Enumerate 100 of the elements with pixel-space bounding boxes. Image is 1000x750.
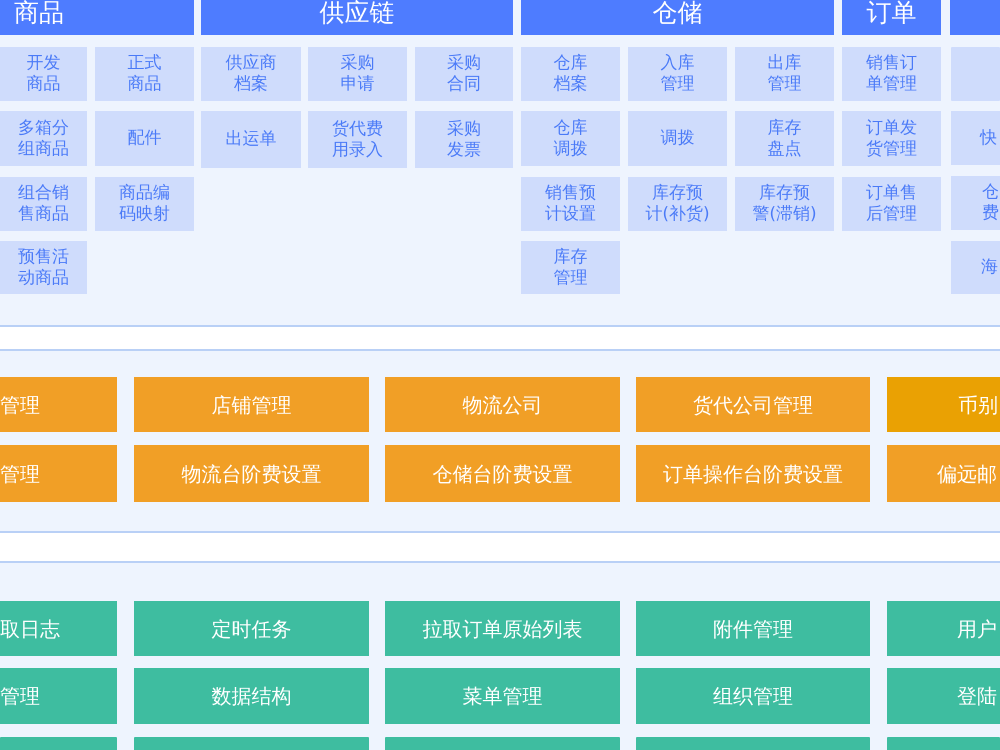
- setting-tile: [134, 445, 369, 502]
- setting-label: 仓储台阶费设置: [432, 462, 572, 486]
- section-panel: [0, 349, 1000, 533]
- feature-tile: [415, 47, 513, 101]
- system-label: 拉取订单原始列表: [422, 616, 582, 640]
- feature-label: 海: [981, 257, 998, 278]
- system-tile: [385, 668, 620, 724]
- feature-label: 调拨: [660, 128, 694, 149]
- system-tile: [0, 668, 117, 724]
- feature-tile: [95, 177, 194, 231]
- setting-tile: [134, 377, 369, 432]
- category-title: 订单: [866, 0, 916, 26]
- feature-label: 正式商品: [126, 53, 162, 95]
- setting-tile: [636, 445, 870, 502]
- feature-tile: [201, 47, 301, 101]
- feature-tile: [951, 241, 1000, 294]
- system-label: 组织管理: [713, 684, 793, 708]
- feature-label: 仓库档案: [552, 53, 588, 95]
- system-tile: [887, 737, 1000, 750]
- category-header-bar: [201, 0, 513, 35]
- setting-tile: [0, 377, 117, 432]
- feature-label: 预售活动商品: [17, 246, 70, 288]
- setting-label: 订单操作台阶费设置: [663, 462, 843, 486]
- system-tile: [134, 601, 369, 656]
- feature-label: 销售预计设置: [544, 183, 597, 225]
- feature-tile: [521, 47, 620, 101]
- setting-label: 管理: [0, 392, 40, 416]
- setting-tile: [385, 377, 620, 432]
- feature-label: 开发商品: [26, 53, 62, 95]
- feature-label: 商品编码映射: [118, 183, 171, 225]
- category-header-bar: [842, 0, 941, 35]
- feature-tile: [735, 111, 834, 166]
- setting-label: 店铺管理: [212, 392, 292, 416]
- feature-tile: [0, 47, 87, 101]
- feature-label: 出运单: [226, 129, 276, 150]
- system-tile: [636, 668, 870, 724]
- setting-label: 币别: [958, 392, 998, 416]
- feature-label: 库存预计(补货): [644, 183, 711, 225]
- setting-tile: [887, 377, 1000, 432]
- feature-label: 货代费用录入: [331, 118, 384, 160]
- feature-label: 多箱分组商品: [17, 118, 70, 160]
- feature-label: 采购发票: [446, 118, 482, 160]
- setting-label: 货代公司管理: [693, 392, 813, 416]
- system-label: 取日志: [0, 616, 60, 640]
- feature-label: 订单售后管理: [865, 183, 918, 225]
- system-tile: [887, 601, 1000, 656]
- system-tile: [0, 601, 117, 656]
- setting-label: 偏远邮: [937, 462, 997, 486]
- feature-tile: [95, 47, 194, 101]
- feature-label: 供应商档案: [224, 53, 278, 95]
- system-label: 管理: [0, 684, 40, 708]
- section-panel: [0, 561, 1000, 750]
- feature-tile: [951, 111, 1000, 165]
- feature-label: 仓库调拨: [552, 118, 588, 160]
- category-title: 仓储: [652, 0, 702, 26]
- feature-label: 订单发货管理: [865, 118, 918, 160]
- feature-tile: [521, 111, 620, 166]
- feature-tile: [628, 111, 727, 166]
- feature-label: 组合销售商品: [17, 183, 70, 225]
- feature-label: 配件: [128, 128, 162, 149]
- feature-label: 仓费: [982, 182, 1000, 224]
- feature-tile: [0, 177, 87, 231]
- feature-tile: [735, 177, 834, 231]
- feature-tile: [735, 47, 834, 101]
- feature-tile: [842, 47, 941, 101]
- feature-label: 库存管理: [552, 246, 588, 288]
- setting-tile: [636, 377, 870, 432]
- system-tile: [636, 601, 870, 656]
- feature-tile: [628, 177, 727, 231]
- feature-tile: [0, 241, 87, 294]
- feature-tile: [521, 241, 620, 294]
- feature-tile: [308, 47, 407, 101]
- setting-label: 物流台阶费设置: [182, 462, 322, 486]
- category-title: 商品: [14, 0, 64, 26]
- feature-label: 采购合同: [446, 53, 482, 95]
- setting-label: 物流公司: [462, 392, 542, 416]
- category-header-bar: [0, 0, 194, 35]
- system-tile: [385, 601, 620, 656]
- feature-tile: [308, 111, 407, 168]
- feature-label: 库存盘点: [766, 118, 802, 160]
- setting-tile: [385, 445, 620, 502]
- system-label: 菜单管理: [462, 684, 542, 708]
- system-label: 数据结构: [212, 684, 292, 708]
- system-label: 登陆: [957, 684, 997, 708]
- system-tile: [134, 737, 369, 750]
- system-tile: [134, 668, 369, 724]
- feature-tile: [95, 111, 194, 166]
- category-header-bar: [950, 0, 1000, 35]
- system-label: 附件管理: [713, 616, 793, 640]
- feature-tile: [415, 111, 513, 168]
- feature-tile: [842, 111, 941, 166]
- setting-label: 管理: [0, 462, 40, 486]
- category-title: 供应链: [320, 0, 394, 26]
- system-tile: [887, 668, 1000, 724]
- feature-tile: [951, 176, 1000, 230]
- setting-tile: [0, 445, 117, 502]
- feature-tile: [842, 177, 941, 231]
- system-tile: [0, 737, 117, 750]
- feature-tile: [201, 111, 301, 168]
- feature-tile: [0, 111, 87, 166]
